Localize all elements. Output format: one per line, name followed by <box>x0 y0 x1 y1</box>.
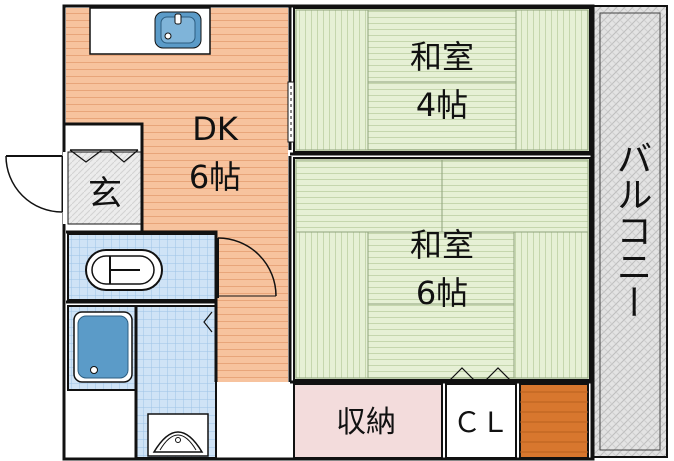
toilet-door-swing-icon <box>217 237 277 298</box>
utility-cell <box>519 383 589 459</box>
washitsu-6-size-label: 6帖 <box>416 274 468 312</box>
storage-label: 収納 <box>336 405 396 440</box>
storage-room: 収納 <box>293 383 443 459</box>
bathtub-icon <box>73 311 133 383</box>
walls <box>62 4 595 461</box>
sliding-door-marks <box>287 81 295 143</box>
dk-room: DK 6帖 <box>66 7 288 382</box>
closet: ＣＬ <box>445 367 517 459</box>
washitsu-6jo: 和室 6帖 <box>293 157 591 381</box>
washbasin-icon <box>147 413 209 457</box>
entrance: 玄 <box>5 124 143 228</box>
entrance-opening <box>63 152 67 224</box>
balcony-label: バルコニー <box>611 140 652 320</box>
door-swing-icon <box>5 155 63 213</box>
closet-label: ＣＬ <box>453 406 509 439</box>
washitsu-4-name-label: 和室 <box>410 38 474 76</box>
dk-size-label: 6帖 <box>189 158 241 196</box>
dk-name-label: DK <box>192 110 239 148</box>
washitsu-4-size-label: 4帖 <box>416 86 468 124</box>
entrance-label: 玄 <box>88 174 122 214</box>
toilet-icon <box>85 249 163 291</box>
toilet-room <box>67 233 277 301</box>
balcony: バルコニー <box>592 5 668 458</box>
sink-icon <box>154 11 202 49</box>
washitsu-6-name-label: 和室 <box>410 226 474 264</box>
washitsu-4jo: 和室 4帖 <box>293 7 591 153</box>
bathroom <box>67 305 217 459</box>
